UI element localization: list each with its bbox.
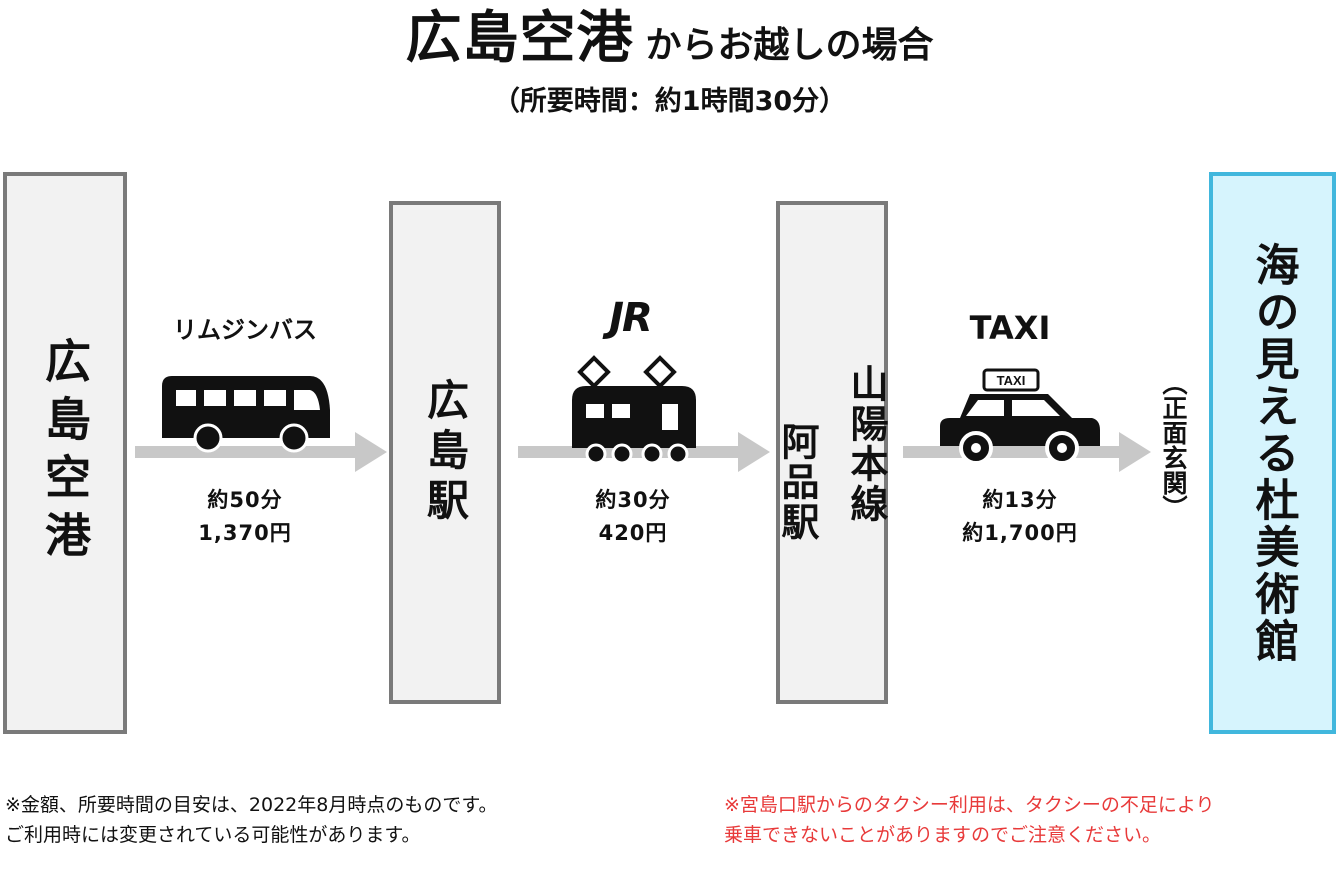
train-time: 約30分 [595,488,671,512]
taxi-icon: TAXI [938,368,1102,472]
bus-info: 約50分 1,370円 [160,484,330,550]
taxi-mode-label: TAXI [969,309,1051,347]
bus-time: 約50分 [207,488,283,512]
note-right: ※宮島口駅からのタクシー利用は、タクシーの不足により 乗車できないことがあります… [724,790,1215,850]
agena-station-label: 阿品駅 [775,421,819,542]
taxi-sign-text: TAXI [997,373,1026,388]
node-agena-station: 山陽本線 阿品駅 [775,201,888,704]
page-title: 広島空港からお越しの場合 [0,4,1339,87]
entrance-note: （正面玄関） [1153,370,1193,550]
note-left-line1: ※金額、所要時間の目安は、2022年8月時点のものです。 [5,794,498,816]
node-hiroshima-airport-label: 広島空港 [38,337,92,569]
node-hiroshima-station-label: 広島駅 [420,377,470,528]
jr-logo: JR [609,295,653,341]
node-destination-label: 海の見える杜美術館 [1247,241,1299,665]
node-hiroshima-airport: 広島空港 [3,172,127,734]
node-hiroshima-station: 広島駅 [389,201,501,704]
taxi-fare: 約1,700円 [962,521,1078,545]
bus-fare: 1,370円 [198,521,292,545]
taxi-time: 約13分 [982,488,1058,512]
title-main: 広島空港 [405,6,634,71]
entrance-note-text: （正面玄関） [1159,370,1188,520]
node-destination: 海の見える杜美術館 [1209,172,1336,734]
sanyo-line-label: 山陽本線 [844,363,888,524]
node-agena-station-labels: 山陽本線 阿品駅 [770,364,894,542]
note-right-line2: 乗車できないことがありますのでご注意ください。 [724,824,1162,846]
bus-icon [160,370,332,458]
note-left: ※金額、所要時間の目安は、2022年8月時点のものです。 ご利用時には変更されて… [5,790,497,850]
taxi-info: 約13分 約1,700円 [930,484,1110,550]
title-rest: からお越しの場合 [645,25,934,66]
bus-mode-label: リムジンバス [173,316,317,344]
train-icon [566,352,702,472]
train-info: 約30分 420円 [548,484,718,550]
note-right-line1: ※宮島口駅からのタクシー利用は、タクシーの不足により [724,794,1215,816]
page-subtitle: （所要時間：約1時間30分） [492,86,847,117]
note-left-line2: ご利用時には変更されている可能性があります。 [5,824,421,846]
train-fare: 420円 [598,521,668,545]
